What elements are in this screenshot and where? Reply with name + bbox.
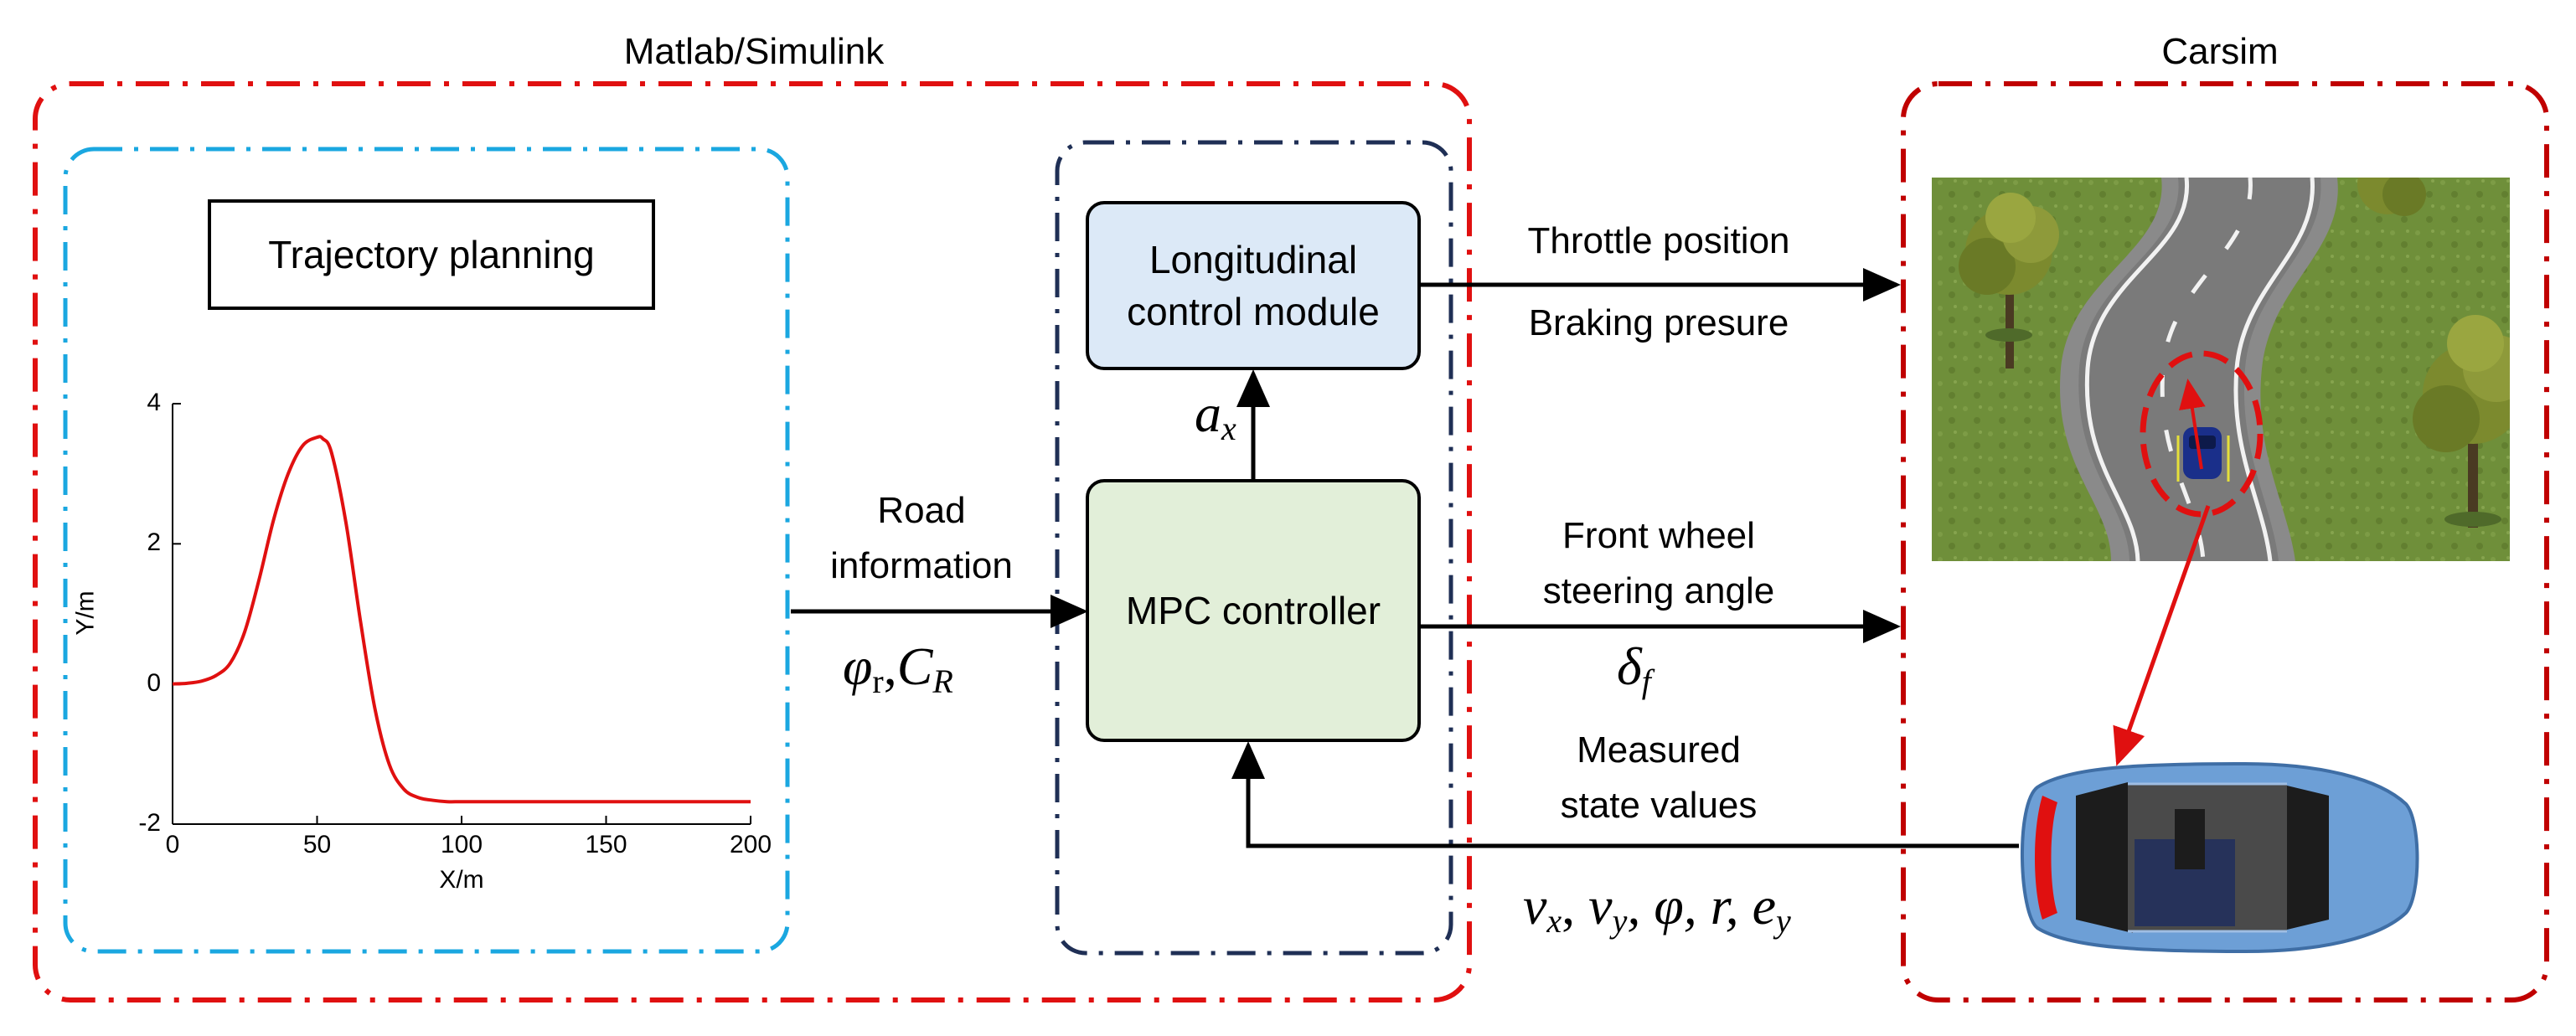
car-top-view-icon xyxy=(2021,761,2419,954)
ax-symbol: ax xyxy=(1195,387,1236,446)
road-scene-image xyxy=(1932,178,2510,561)
vehicle-highlight-ellipse xyxy=(2140,350,2264,518)
state-rest: , φ, r, e xyxy=(1627,876,1776,935)
carsim-label: Carsim xyxy=(2161,31,2279,72)
trajectory-planning-region xyxy=(63,147,790,954)
matlab-simulink-region xyxy=(33,81,1472,1002)
steering-line-1: Front wheel xyxy=(1562,515,1755,556)
vx-sub: x xyxy=(1546,902,1562,940)
x-tick-label: 50 xyxy=(302,831,332,858)
road-info-line-2: information xyxy=(830,545,1013,586)
comma-sep: , xyxy=(883,637,897,696)
ey-sub: y xyxy=(1775,902,1791,940)
trajectory-title: Trajectory planning xyxy=(268,232,595,276)
trajectory-chart xyxy=(172,403,751,825)
trajectory-title-box xyxy=(208,199,655,310)
measured-line-2: state values xyxy=(1560,785,1758,826)
tree-icon xyxy=(1959,193,2059,369)
vy-sub: y xyxy=(1612,902,1628,940)
scene-to-vehicle-arrow xyxy=(2113,505,2211,766)
matlab-simulink-label: Matlab/Simulink xyxy=(623,31,885,72)
c-symbol: C xyxy=(896,637,933,696)
longitudinal-control-label: Longitudinal control module xyxy=(1087,203,1419,369)
x-tick-label: 100 xyxy=(440,831,483,858)
trajectory-series-line xyxy=(172,435,751,804)
phi-symbol: φ xyxy=(843,637,873,696)
y-tick-label: 0 xyxy=(147,668,161,697)
tree-icon xyxy=(2413,315,2510,528)
x-tick-label: 200 xyxy=(729,831,772,858)
x-tick-label: 150 xyxy=(585,831,627,858)
tree-icon xyxy=(2357,178,2426,216)
controller-region xyxy=(1055,140,1453,956)
steering-line-2: steering angle xyxy=(1542,570,1775,611)
braking-pressure-label: Braking presure xyxy=(1528,302,1789,343)
phi-sub: r xyxy=(872,662,884,700)
road-info-line-1: Road xyxy=(877,490,966,531)
delta-sub: f xyxy=(1641,662,1651,700)
y-tick-label: -2 xyxy=(138,809,161,837)
vy-symbol: v xyxy=(1588,876,1613,935)
measured-state-arrow xyxy=(1231,741,2019,848)
x-axis-label: X/m xyxy=(439,866,484,894)
y-axis-label: Y/m xyxy=(71,590,100,636)
delta-char: δ xyxy=(1617,637,1642,696)
delta-symbol: δf xyxy=(1617,640,1651,698)
measured-line-1: Measured xyxy=(1577,729,1741,771)
y-tick-label: 2 xyxy=(147,528,161,557)
road-info-symbols: φr,CR xyxy=(843,640,953,698)
a-symbol: a xyxy=(1195,384,1221,443)
carsim-region xyxy=(1901,81,2549,1002)
throttle-position-label: Throttle position xyxy=(1527,220,1790,261)
longitudinal-line-1: Longitudinal xyxy=(1149,237,1358,281)
a-sub: x xyxy=(1221,410,1236,447)
y-tick-label: 4 xyxy=(147,389,161,416)
state-vector: vx, vy, φ, r, ey xyxy=(1523,876,1791,940)
longitudinal-line-2: control module xyxy=(1127,290,1380,333)
mpc-controller-label: MPC controller xyxy=(1125,588,1381,632)
x-tick-label: 0 xyxy=(165,831,180,858)
vx-symbol: v xyxy=(1523,876,1547,935)
c-sub: R xyxy=(932,662,953,700)
